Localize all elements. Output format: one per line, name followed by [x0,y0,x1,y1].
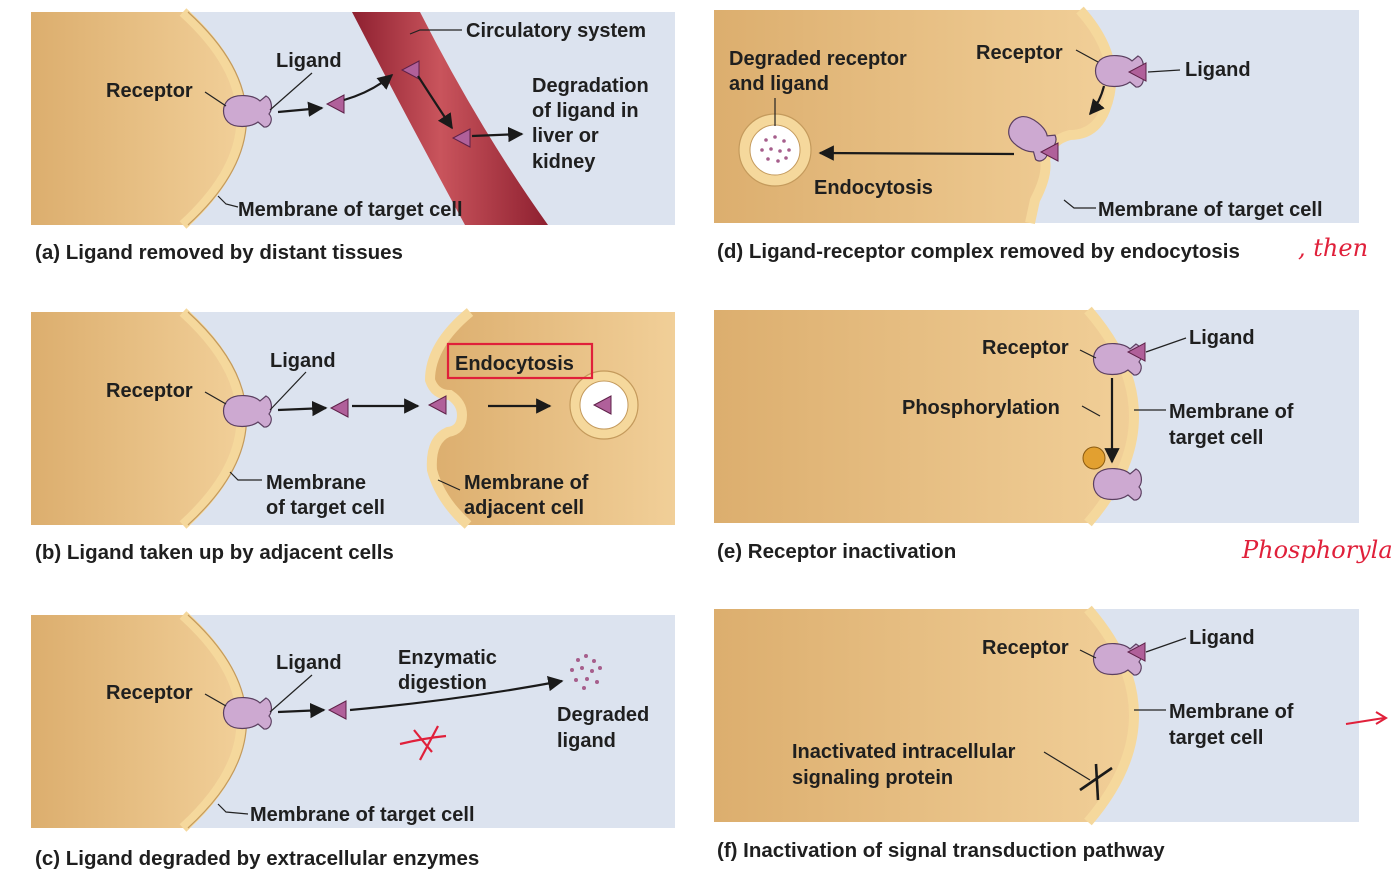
target-cell [31,312,242,525]
caption-text: Receptor inactivation [742,540,956,563]
receptor-label: Receptor [106,682,193,704]
ligand-label: Ligand [276,652,342,674]
handwritten-arrow [1345,717,1385,725]
receptor-label: Receptor [976,42,1063,64]
membrane-adjacent-label: Membrane of [464,472,589,494]
receptor-label: Receptor [106,80,193,102]
phosphorylation-label: Phosphorylation [902,397,1060,419]
block-mark [1079,763,1113,801]
membrane-target-label: Membrane [266,472,366,494]
inactivated-label: signaling protein [792,767,953,789]
panel-c: Receptor Ligand Enzymatic digestion Degr… [31,611,675,870]
membrane-label: Membrane of target cell [1098,199,1323,221]
receptor-label: Receptor [982,337,1069,359]
receptor-icon [222,696,272,730]
caption-letter: (c) [35,847,60,870]
membrane-adjacent-label: adjacent cell [464,497,584,519]
degraded-label: ligand [557,730,616,752]
target-cell [714,609,1134,822]
cell-membrane [1084,605,1139,826]
membrane-label: target cell [1169,427,1263,449]
caption-b: (b) Ligand taken up by adjacent cells [35,541,394,564]
enzymatic-label: digestion [398,672,487,694]
membrane-label: target cell [1169,727,1263,749]
ligand-label: Ligand [1185,59,1251,81]
caption-text: Ligand removed by distant tissues [60,241,403,264]
handwritten-note: , then [1298,234,1368,262]
enzymatic-label: Enzymatic [398,647,497,669]
degradation-label: Degradation [532,75,649,97]
degradation-label: liver or [532,125,599,147]
target-cell [714,310,1134,523]
caption-letter: (b) [35,541,61,564]
receptor-icon [1092,467,1143,501]
caption-letter: (e) [717,540,742,563]
ligand-label: Ligand [270,350,336,372]
membrane-label: Membrane of [1169,701,1294,723]
receptor-label: Receptor [982,637,1069,659]
panel-d: Degraded receptor and ligand Receptor Li… [714,6,1368,263]
handwritten-cross-mark [399,725,447,761]
degraded-label: and ligand [729,73,829,95]
degraded-label: Degraded receptor [729,48,907,70]
ligand-label: Ligand [1189,627,1255,649]
membrane-label: Membrane of target cell [250,804,475,826]
endocytosis-highlight [446,342,594,380]
receptor-label: Receptor [106,380,193,402]
caption-d: (d) Ligand-receptor complex removed by e… [717,240,1240,263]
receptor-icon [222,94,272,128]
endocytosis-label: Endocytosis [814,177,933,199]
target-cell [31,12,242,225]
degraded-fragments [760,135,791,163]
receptor-icon [222,394,272,428]
ligand-label: Ligand [276,50,342,72]
caption-f: (f) Inactivation of signal transduction … [717,839,1165,862]
panel-b: Receptor Ligand Endocytosis Membrane of … [31,308,675,564]
membrane-target-label: of target cell [266,497,385,519]
panel-a: Receptor Ligand Circulatory system Degra… [31,8,675,264]
adjacent-cell [430,312,675,525]
ligand-label: Ligand [1189,327,1255,349]
inactivated-label: Inactivated intracellular [792,741,1016,763]
degradation-label: kidney [532,151,596,173]
target-cell [31,615,242,828]
circulatory-label: Circulatory system [466,20,646,42]
caption-text: Inactivation of signal transduction path… [737,839,1165,862]
degraded-ligand-dots [570,654,602,690]
caption-text: Ligand taken up by adjacent cells [61,541,394,564]
caption-letter: (d) [717,240,743,263]
phosphate-icon [1082,446,1106,470]
membrane-label: Membrane of target cell [238,199,463,221]
caption-text: Ligand-receptor complex removed by endoc… [743,240,1240,263]
caption-e: (e) Receptor inactivation [717,540,956,563]
caption-letter: (f) [717,839,737,862]
caption-a: (a) Ligand removed by distant tissues [35,241,403,264]
panel-e: Receptor Ligand Phosphorylation Membrane… [714,306,1394,564]
membrane-label: Membrane of [1169,401,1294,423]
degraded-label: Degraded [557,704,649,726]
panel-f: Receptor Ligand Membrane of target cell … [714,605,1388,862]
caption-c: (c) Ligand degraded by extracellular enz… [35,847,479,870]
degradation-label: of ligand in [532,100,639,122]
handwritten-note: Phosphorylat [1241,536,1394,564]
caption-text: Ligand degraded by extracellular enzymes [60,847,479,870]
target-cell [714,10,1112,223]
endocytosis-label: Endocytosis [455,353,574,375]
caption-letter: (a) [35,241,60,264]
